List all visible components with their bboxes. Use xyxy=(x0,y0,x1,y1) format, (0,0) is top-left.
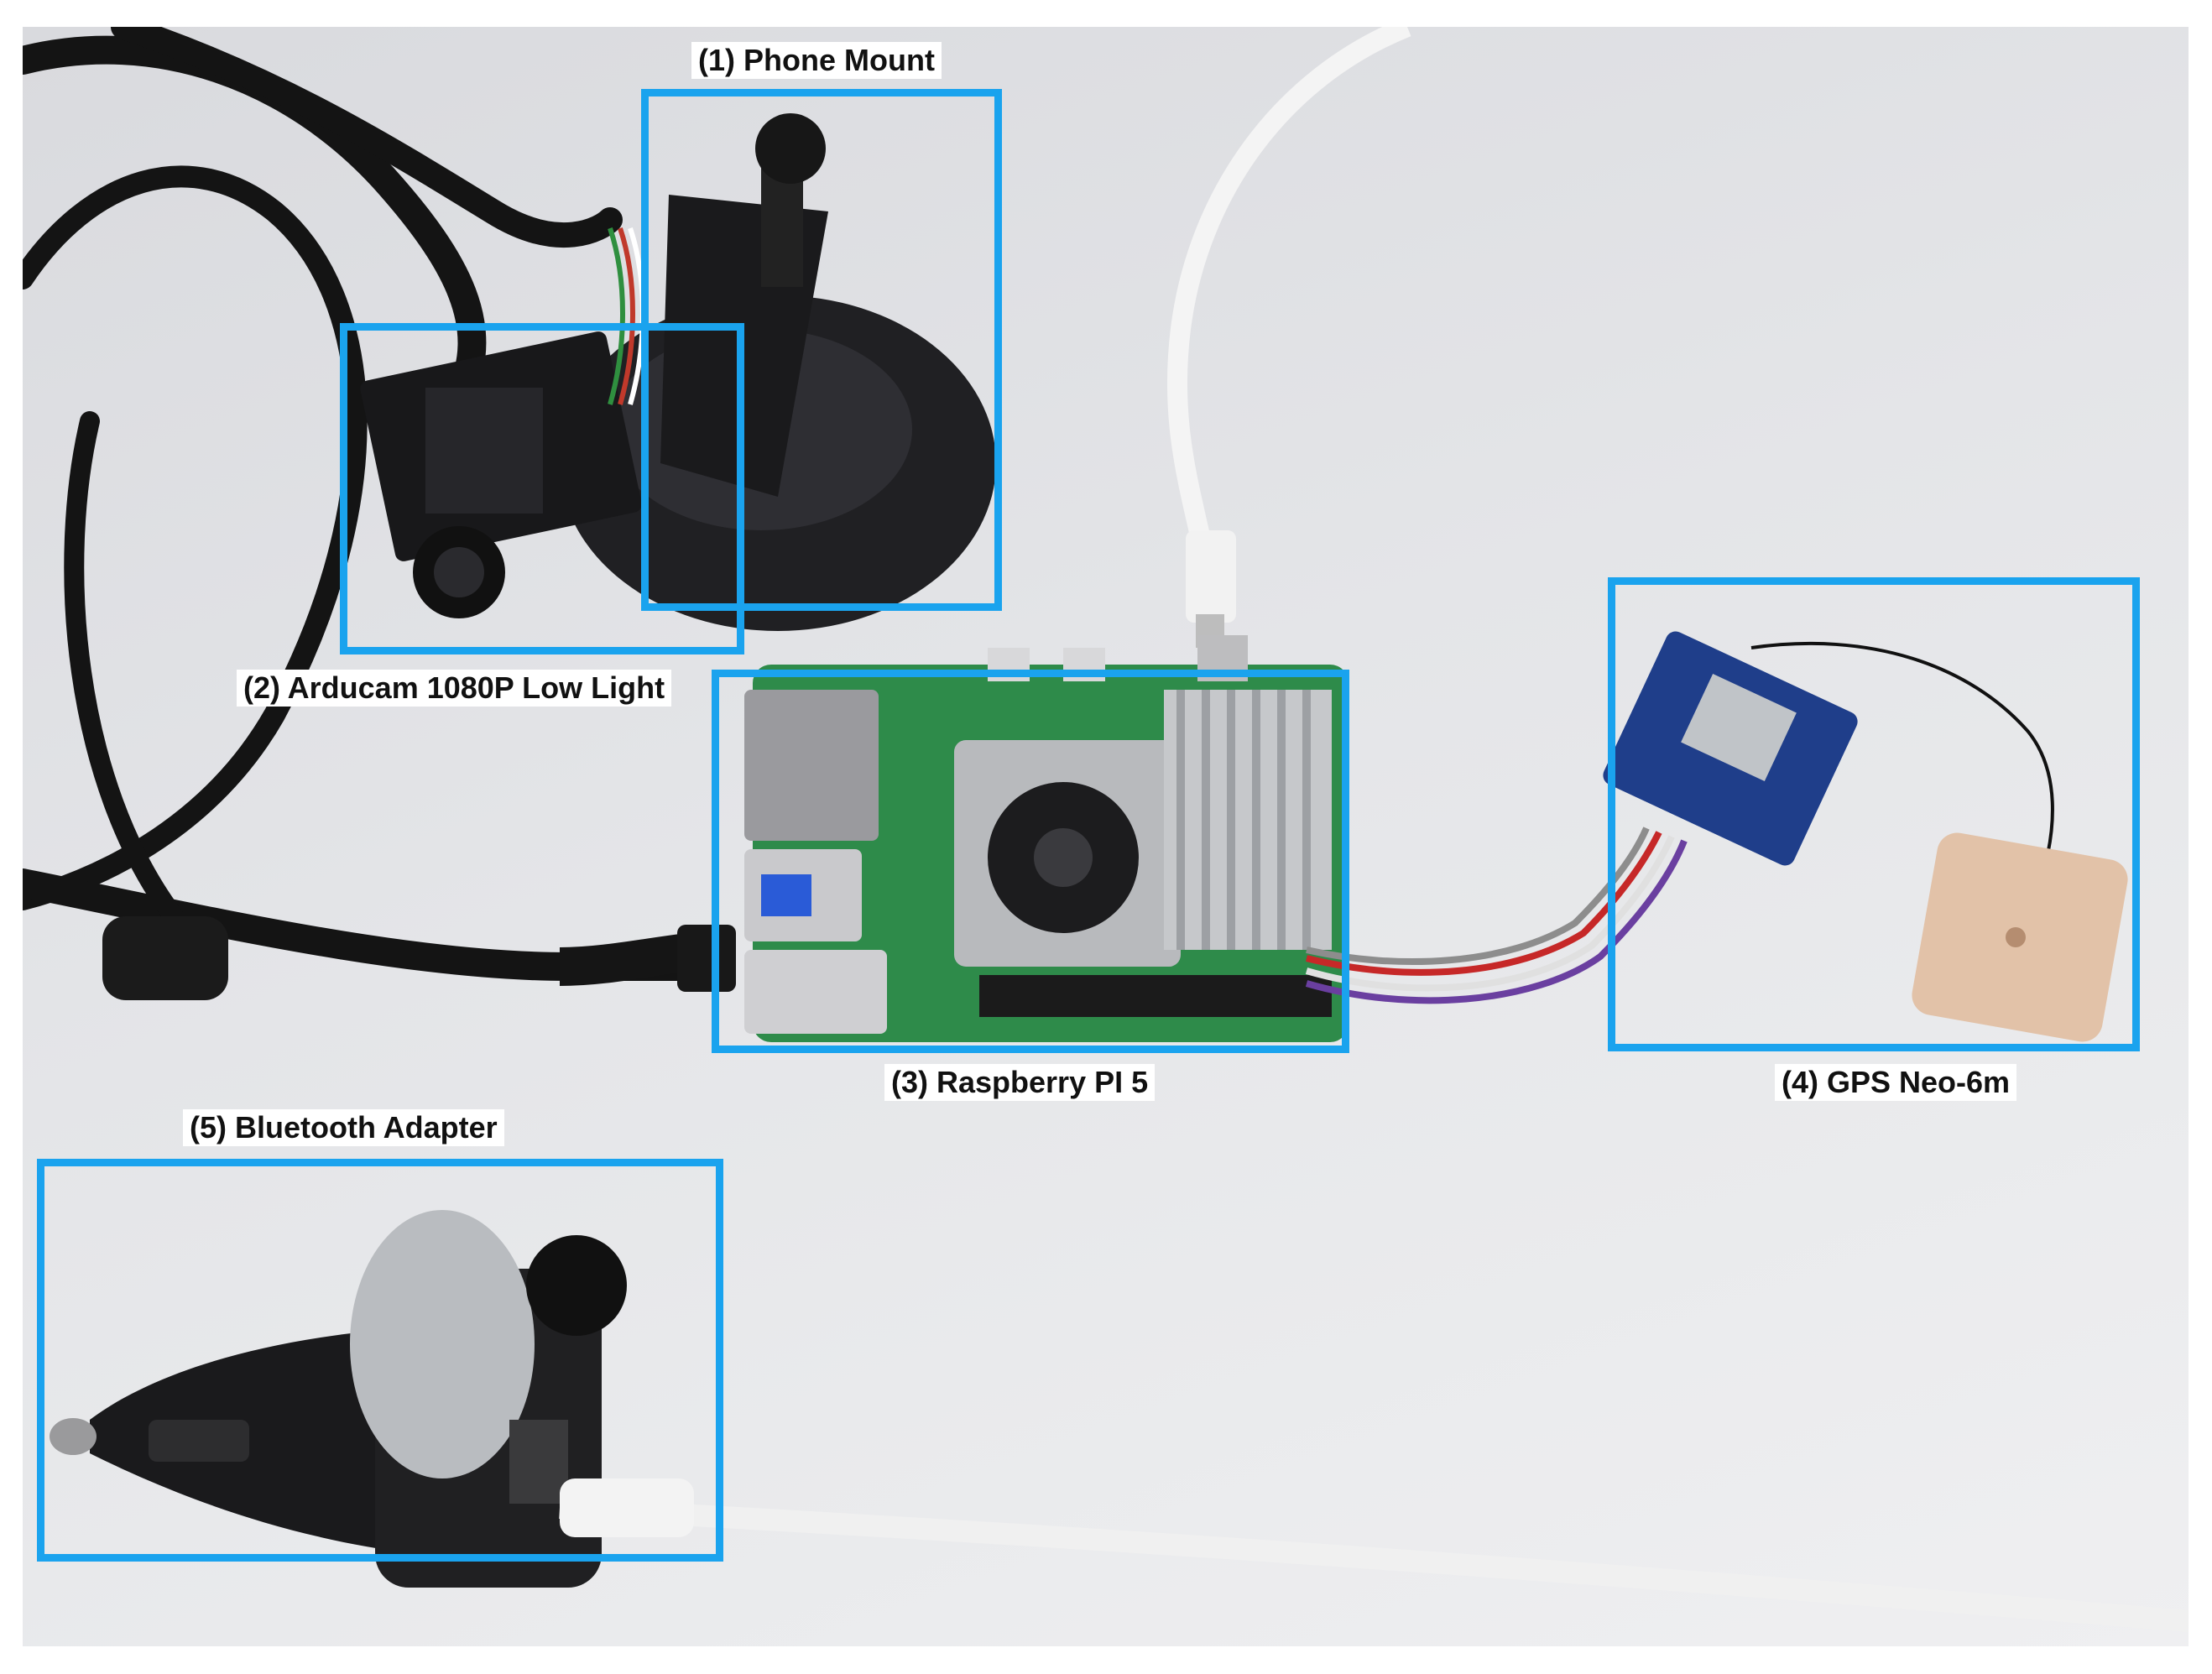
bluetooth-box xyxy=(37,1159,723,1562)
bluetooth-label: (5) Bluetooth Adapter xyxy=(183,1109,504,1146)
white-usb-cable xyxy=(559,1497,2189,1632)
raspberry-pi-board xyxy=(744,635,1349,1042)
hardware-scene xyxy=(23,27,2189,1632)
black-cables xyxy=(23,27,691,982)
gps-box xyxy=(1608,577,2140,1051)
gps-wires xyxy=(1305,827,1688,1004)
gps-module xyxy=(1603,631,2128,1042)
ferrite-bead xyxy=(102,916,228,1000)
phone-mount xyxy=(560,113,996,631)
hardware-photo xyxy=(23,27,2189,1646)
raspberry-pi-box xyxy=(712,670,1349,1053)
bluetooth-adapter xyxy=(50,1210,627,1588)
arducam-box xyxy=(340,323,744,654)
white-power-cable xyxy=(1166,27,1411,566)
arducam-label: (2) Arducam 1080P Low Light xyxy=(237,670,672,707)
raspberry-pi-label: (3) Raspberry PI 5 xyxy=(884,1064,1156,1101)
gps-label: (4) GPS Neo-6m xyxy=(1775,1064,2017,1101)
phone-mount-box xyxy=(641,89,1002,611)
arducam-camera xyxy=(360,227,645,618)
phone-mount-label: (1) Phone Mount xyxy=(691,42,942,79)
